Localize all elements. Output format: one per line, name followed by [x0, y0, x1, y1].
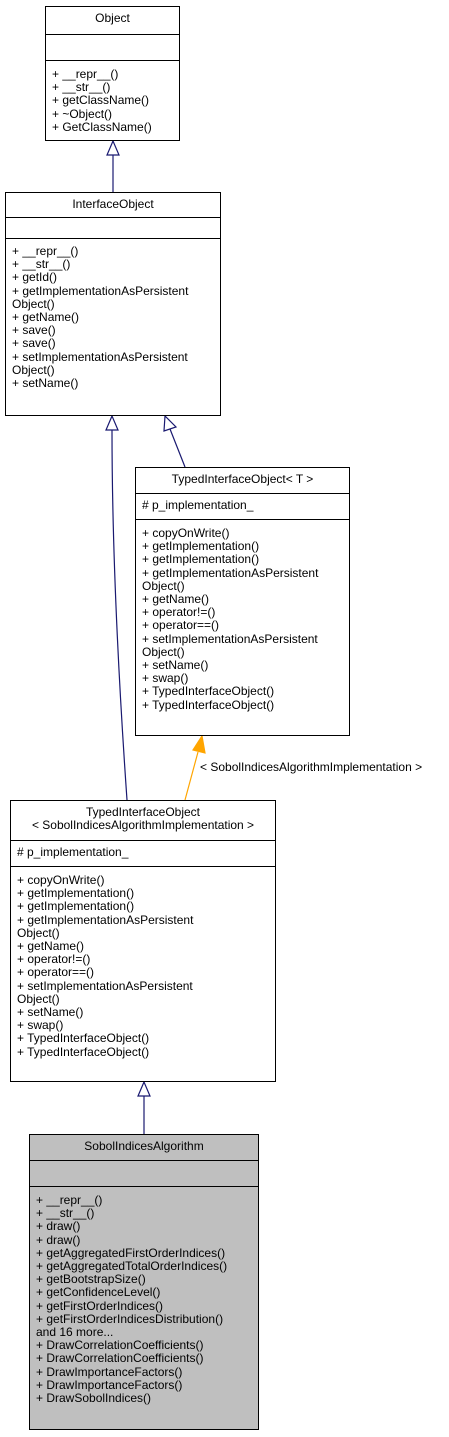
methods-section: + copyOnWrite()+ getImplementation()+ ge… — [11, 867, 275, 1059]
attributes-section — [6, 218, 220, 239]
member-line: + TypedInterfaceObject() — [17, 1044, 150, 1059]
class-typedinterfaceobject-sobol[interactable]: TypedInterfaceObject< SobolIndicesAlgori… — [10, 800, 276, 1082]
class-name-line: SobolIndicesAlgorithm — [84, 1139, 204, 1153]
member-line: + getName() — [17, 939, 85, 954]
member-line: + __str__() — [52, 80, 111, 95]
member-line: + getImplementation() — [142, 539, 260, 554]
member-line: and 16 more... — [36, 1325, 114, 1340]
member-line: + TypedInterfaceObject() — [17, 1031, 150, 1046]
member-line: + setName() — [17, 1005, 84, 1020]
template-binding-label: < SobolIndicesAlgorithmImplementation > — [200, 760, 423, 774]
member-line: + getFirstOrderIndicesDistribution() — [36, 1311, 224, 1326]
member-line: + getImplementation() — [17, 899, 135, 914]
methods-section: + __repr__()+ __str__()+ draw()+ draw()+… — [30, 1187, 258, 1405]
member-line: + operator==() — [17, 965, 95, 980]
member-line: + copyOnWrite() — [142, 526, 230, 540]
member-line: + getAggregatedFirstOrderIndices() — [36, 1245, 226, 1260]
class-title: TypedInterfaceObject< T > — [136, 468, 349, 494]
member-line: Object() — [142, 644, 185, 659]
member-line: + swap() — [17, 1018, 64, 1033]
member-line: Object() — [17, 925, 60, 940]
methods-section: + __repr__()+ __str__()+ getClassName()+… — [46, 61, 179, 134]
member-line: + getBootstrapSize() — [36, 1272, 146, 1287]
methods-section: + copyOnWrite()+ getImplementation()+ ge… — [136, 520, 349, 712]
member-line: + save() — [12, 336, 56, 351]
attributes-section: # p_implementation_ — [11, 841, 275, 867]
member-line: + getClassName() — [52, 93, 150, 108]
class-name-line: TypedInterfaceObject< T > — [171, 472, 314, 486]
member-line: + __str__() — [36, 1206, 95, 1221]
member-line: + getImplementation() — [142, 552, 260, 567]
member-line: + getImplementation() — [17, 886, 135, 901]
member-line: + getImplementationAsPersistent — [12, 283, 189, 298]
member-line: + operator!=() — [17, 952, 91, 967]
edge-typedt-to-interfaceobject — [169, 428, 186, 468]
member-line: + DrawCorrelationCoefficients() — [36, 1338, 204, 1353]
member-line: + ~Object() — [52, 106, 113, 121]
member-line: + draw() — [36, 1232, 81, 1247]
class-title: TypedInterfaceObject< SobolIndicesAlgori… — [11, 801, 275, 841]
class-object[interactable]: Object + __repr__()+ __str__()+ getClass… — [45, 6, 180, 141]
member-line: + __repr__() — [52, 67, 119, 81]
member-line: + TypedInterfaceObject() — [142, 697, 275, 712]
member-line: Object() — [142, 578, 185, 593]
member-line: + getId() — [12, 270, 58, 285]
member-line: + copyOnWrite() — [17, 873, 105, 887]
class-title: SobolIndicesAlgorithm — [30, 1135, 258, 1161]
member-line: + setImplementationAsPersistent — [142, 631, 318, 646]
class-sobolindicesalgorithm[interactable]: SobolIndicesAlgorithm + __repr__()+ __st… — [29, 1134, 259, 1430]
member-line: + setImplementationAsPersistent — [12, 349, 188, 364]
class-name-line: < SobolIndicesAlgorithmImplementation > — [31, 818, 255, 833]
edge-template-binding — [184, 751, 199, 801]
member-line: + DrawCorrelationCoefficients() — [36, 1351, 204, 1366]
member-line: Object() — [17, 991, 60, 1006]
member-line: + __repr__() — [12, 244, 79, 258]
member-line: + getImplementationAsPersistent — [142, 565, 319, 580]
member-line: + getName() — [12, 310, 80, 325]
class-typedinterfaceobject-t[interactable]: TypedInterfaceObject< T > # p_implementa… — [135, 467, 350, 736]
member-line: + setName() — [12, 376, 79, 391]
template-arrowhead — [192, 734, 206, 754]
member-line: + operator==() — [142, 618, 220, 633]
member-line: + operator!=() — [142, 605, 216, 620]
class-title: InterfaceObject — [6, 193, 220, 218]
member-line: + getFirstOrderIndices() — [36, 1298, 164, 1313]
member-line: + DrawImportanceFactors() — [36, 1377, 183, 1392]
inheritance-arrowhead-interfaceobject-right — [163, 414, 178, 432]
member-line: # p_implementation_ — [17, 845, 129, 859]
member-line: + TypedInterfaceObject() — [142, 684, 275, 699]
member-line: # p_implementation_ — [142, 498, 254, 512]
class-name-line: TypedInterfaceObject — [85, 805, 201, 819]
member-line: + __repr__() — [36, 1193, 103, 1207]
class-name-line: Object — [95, 11, 130, 25]
member-line: + setName() — [142, 658, 209, 673]
member-line: Object() — [12, 296, 55, 311]
member-line: + getConfidenceLevel() — [36, 1285, 161, 1300]
member-line: + __str__() — [12, 257, 71, 272]
inheritance-arrowhead-object — [106, 139, 120, 156]
member-line: + getImplementationAsPersistent — [17, 912, 194, 927]
inheritance-arrowhead-interfaceobject-left — [105, 414, 119, 431]
methods-section: + __repr__()+ __str__()+ getId()+ getImp… — [6, 239, 220, 390]
member-line: + getName() — [142, 592, 210, 607]
class-title: Object — [46, 7, 179, 35]
member-line: + swap() — [142, 671, 189, 686]
attributes-section — [46, 35, 179, 61]
member-line: Object() — [12, 362, 55, 377]
member-line: + draw() — [36, 1219, 81, 1234]
member-line: + getAggregatedTotalOrderIndices() — [36, 1259, 228, 1274]
member-line: + setImplementationAsPersistent — [17, 978, 193, 993]
edge-typedsobol-to-interfaceobject — [111, 429, 128, 801]
member-line: + save() — [12, 323, 56, 338]
attributes-section — [30, 1161, 258, 1187]
class-name-line: InterfaceObject — [72, 197, 154, 211]
member-line: + DrawSobolIndices() — [36, 1391, 152, 1406]
attributes-section: # p_implementation_ — [136, 494, 349, 520]
member-line: + GetClassName() — [52, 119, 152, 134]
member-line: + DrawImportanceFactors() — [36, 1364, 183, 1379]
class-interfaceobject[interactable]: InterfaceObject + __repr__()+ __str__()+… — [5, 192, 221, 416]
inheritance-arrowhead-typedsobol — [137, 1080, 151, 1097]
